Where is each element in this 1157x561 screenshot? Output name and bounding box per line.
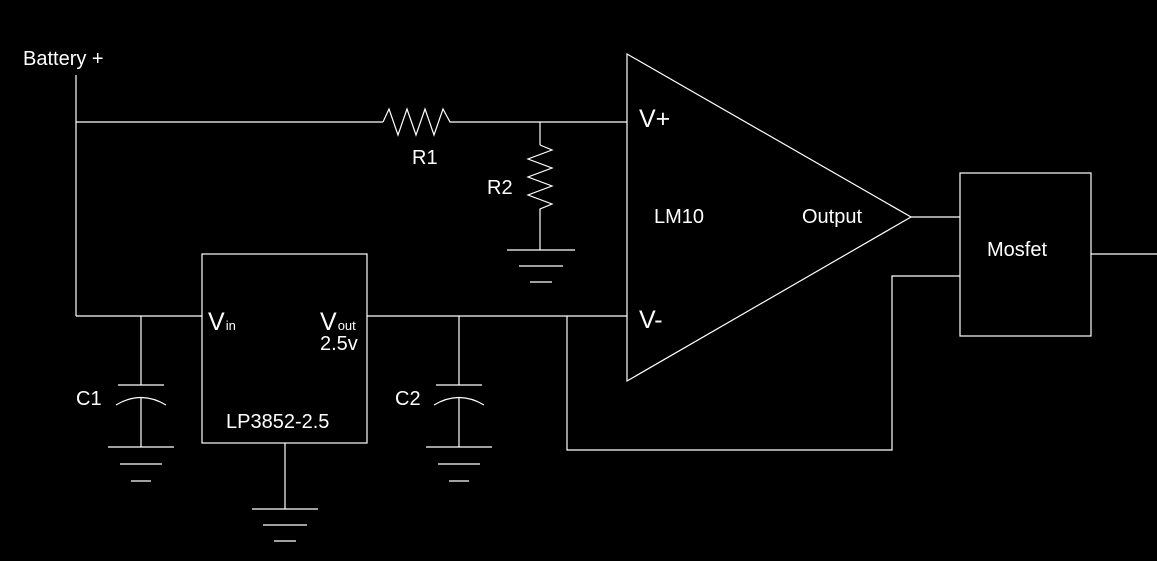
opamp-vplus-label: V+ — [639, 105, 670, 133]
opamp-triangle — [626, 52, 913, 383]
c1-label: C1 — [76, 388, 102, 410]
ground-symbol-regulator — [252, 508, 318, 542]
r2-label: R2 — [487, 177, 513, 199]
battery-label: Battery + — [23, 48, 104, 70]
regulator-vin-label: Vin — [208, 308, 236, 336]
mosfet-label: Mosfet — [987, 239, 1047, 261]
ground-symbol-c2 — [426, 446, 492, 482]
c1-capacitor — [115, 384, 167, 406]
regulator-part-name: LP3852-2.5 — [226, 411, 329, 433]
r1-label: R1 — [412, 147, 438, 169]
regulator-vout-value: 2.5v — [320, 333, 358, 355]
ground-symbol-r2 — [507, 249, 575, 283]
r2-resistor — [526, 144, 554, 214]
c2-capacitor — [433, 384, 485, 406]
opamp-name: LM10 — [654, 206, 704, 228]
feedback-wire — [566, 275, 960, 451]
ground-symbol-c1 — [108, 446, 174, 482]
opamp-output-label: Output — [802, 206, 862, 228]
regulator-vout-label: Vout — [320, 308, 356, 336]
opamp-vminus-label: V- — [639, 306, 663, 334]
r1-resistor — [382, 107, 456, 137]
c2-label: C2 — [395, 388, 421, 410]
